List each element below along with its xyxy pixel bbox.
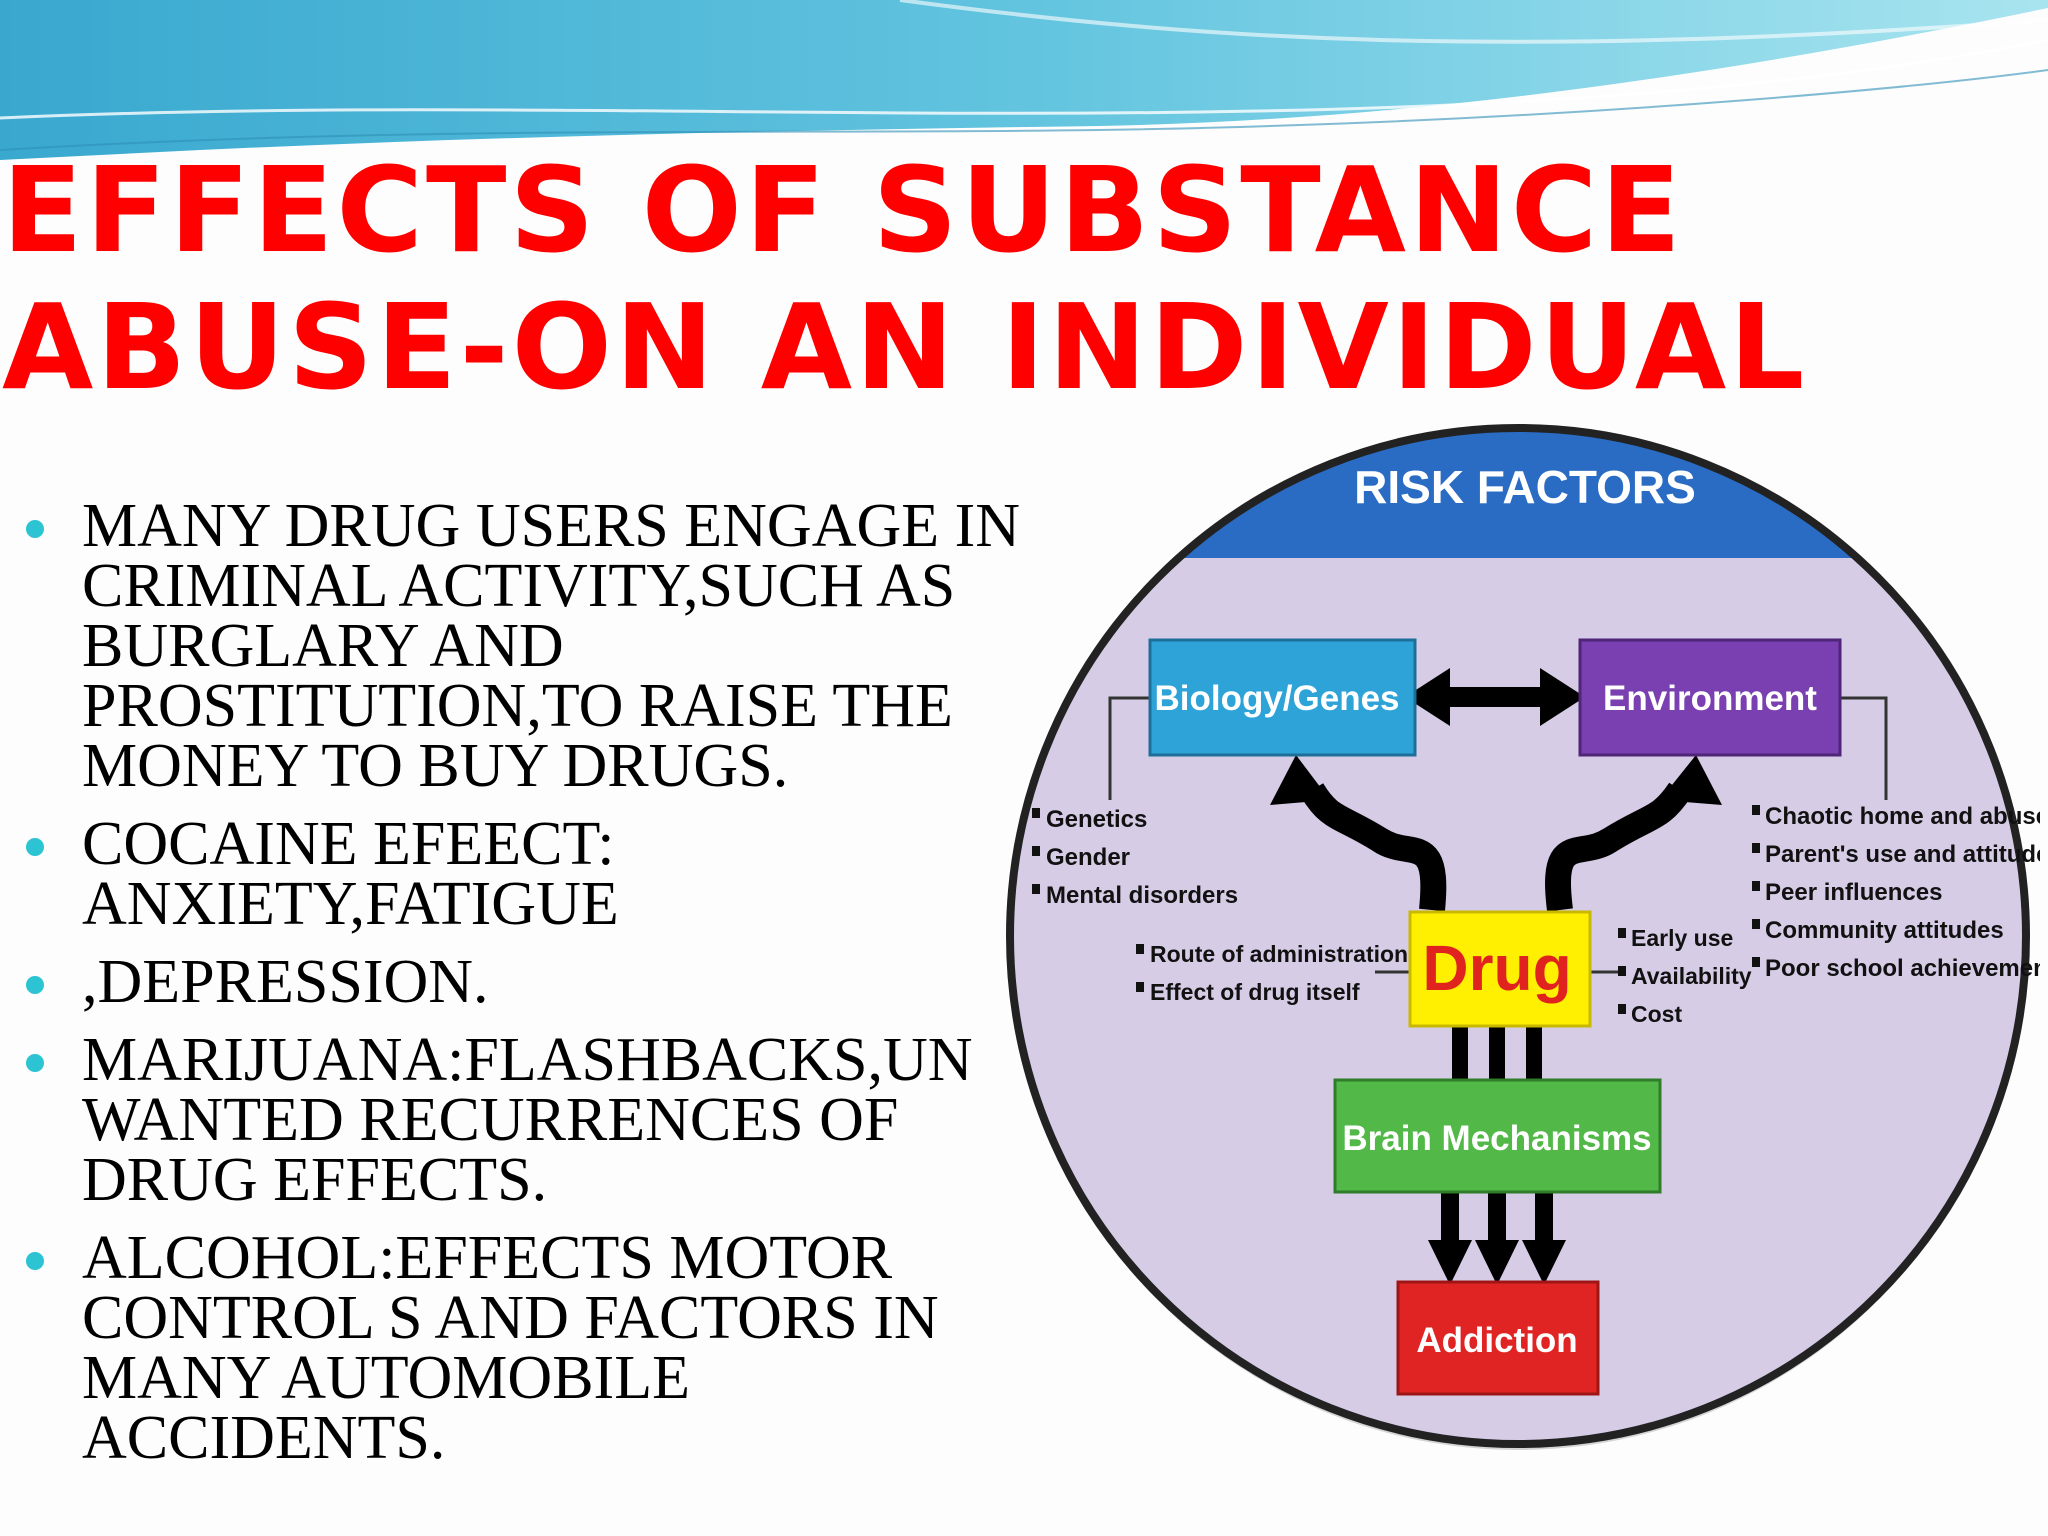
drug-label: Drug [1422, 932, 1571, 1004]
bullet-square-icon [1752, 957, 1760, 967]
drug-left-factors: Route of administration Effect of drug i… [1136, 941, 1408, 1005]
biology-box: Biology/Genes [1148, 638, 1417, 757]
environment-factor: Community attitudes [1765, 917, 2004, 944]
risk-factors-diagram: RISK FACTORS Biology/Genes [1006, 424, 2040, 1450]
brain-box: Brain Mechanisms [1333, 1078, 1662, 1194]
biology-label: Biology/Genes [1154, 679, 1399, 718]
bullet-square-icon [1032, 808, 1040, 818]
biology-factor: Genetics [1046, 806, 1147, 833]
arrowhead-environment-icon [1660, 755, 1722, 805]
header-swoosh [0, 0, 2048, 160]
drug-right-factor: Cost [1631, 1001, 1682, 1027]
drug-box: Drug [1408, 910, 1592, 1028]
bullet-dot-icon [26, 1054, 44, 1072]
bullet-square-icon [1752, 919, 1760, 929]
brain-label: Brain Mechanisms [1342, 1119, 1651, 1158]
environment-factors: Chaotic home and abuse Parent's use and … [1752, 803, 2040, 982]
environment-factor: Chaotic home and abuse [1765, 803, 2040, 830]
bullet-square-icon [1136, 944, 1144, 954]
addiction-box: Addiction [1396, 1280, 1600, 1396]
drug-left-factor: Effect of drug itself [1150, 979, 1360, 1005]
bullet-list: MANY DRUG USERS ENGAGE IN CRIMINAL ACTIV… [26, 495, 1056, 1486]
drug-right-factor: Availability [1631, 963, 1752, 989]
bullet-square-icon [1618, 1004, 1626, 1014]
environment-label: Environment [1603, 679, 1817, 718]
slide-title: EFFECTS OF SUBSTANCE ABUSE-ON AN INDIVID… [2, 142, 2002, 416]
diagram-border [1006, 424, 2030, 1448]
arrowhead-biology-icon [1270, 755, 1330, 805]
curved-arrow-to-biology [1300, 783, 1447, 912]
bullet-item: MANY DRUG USERS ENGAGE IN CRIMINAL ACTIV… [26, 495, 1056, 797]
title-line-1: EFFECTS OF SUBSTANCE [2, 141, 1684, 279]
bullet-dot-icon [26, 838, 44, 856]
bullet-square-icon [1032, 884, 1040, 894]
biology-factor: Gender [1046, 844, 1130, 871]
bullet-square-icon [1136, 982, 1144, 992]
drug-right-factors: Early use Availability Cost [1618, 925, 1752, 1027]
drug-left-factor: Route of administration [1150, 941, 1408, 967]
bullet-square-icon [1752, 805, 1760, 815]
bullet-square-icon [1618, 966, 1626, 976]
arrowhead-addiction-2-icon [1475, 1240, 1519, 1285]
double-arrow-left-icon [1405, 668, 1450, 726]
bullet-item: ALCOHOL:EFFECTS MOTOR CONTROL S AND FACT… [26, 1227, 1056, 1469]
bullet-square-icon [1032, 846, 1040, 856]
environment-bracket [1840, 696, 1888, 800]
environment-factor: Peer influences [1765, 879, 1942, 906]
double-arrow-right-icon [1540, 668, 1585, 726]
environment-box: Environment [1578, 638, 1842, 757]
addiction-label: Addiction [1416, 1321, 1577, 1360]
biology-factors: Genetics Gender Mental disorders [1032, 806, 1238, 909]
bullet-square-icon [1618, 928, 1626, 938]
bullet-square-icon [1752, 843, 1760, 853]
arrowhead-addiction-3-icon [1522, 1240, 1566, 1285]
bullet-item: MARIJUANA:FLASHBACKS,UN WANTED RECURRENC… [26, 1029, 1056, 1211]
title-line-2: ABUSE-ON AN INDIVIDUAL [2, 278, 1808, 416]
arrowhead-addiction-1-icon [1428, 1240, 1472, 1285]
environment-factor: Poor school achievement [1765, 955, 2040, 982]
diagram-header: RISK FACTORS [1354, 461, 1696, 513]
bullet-item: ,DEPRESSION. [26, 951, 1056, 1013]
drug-right-factor: Early use [1631, 925, 1733, 951]
biology-bracket [1108, 696, 1150, 800]
curved-arrow-to-environment [1545, 782, 1691, 912]
bullet-dot-icon [26, 976, 44, 994]
environment-factor: Parent's use and attitudes [1765, 841, 2040, 868]
bullet-square-icon [1752, 881, 1760, 891]
bullet-item: COCAINE EFEECT: ANXIETY,FATIGUE [26, 813, 1056, 935]
biology-factor: Mental disorders [1046, 882, 1238, 909]
bullet-dot-icon [26, 1252, 44, 1270]
bullet-dot-icon [26, 520, 44, 538]
